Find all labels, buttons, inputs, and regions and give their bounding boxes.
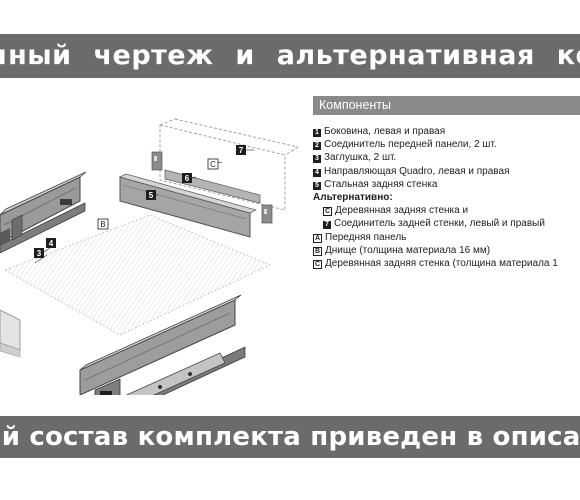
bottom-panel (4, 214, 271, 336)
right-rail-slide (125, 352, 226, 395)
svg-text:6: 6 (185, 174, 190, 183)
component-text: Деревянная задняя стенка и (335, 205, 469, 217)
component-marker: A (313, 233, 322, 243)
label-7: 7 (236, 145, 246, 155)
component-marker: 1 (313, 129, 321, 137)
label-4: 4 (46, 238, 56, 248)
svg-text:3: 3 (37, 249, 42, 258)
top-banner: очный чертеж и альтернативная комплект (0, 34, 580, 78)
label-6: 6 (182, 173, 192, 183)
svg-text:7: 7 (239, 146, 244, 155)
component-text: Боковина, левая и правая (324, 126, 446, 137)
component-marker: 2 (313, 142, 321, 151)
component-text: Альтернативно: (313, 191, 393, 203)
left-end-cap (0, 228, 10, 245)
left-guide-rail (0, 202, 86, 254)
component-marker: 7 (323, 221, 331, 230)
component-text: Соединитель передней панели, 2 шт. (324, 139, 497, 151)
component-text: Направляющая Quadro, левая и правая (324, 165, 510, 177)
component-text: Днище (толщина материала 16 мм) (325, 244, 491, 256)
label-5: 5 (146, 190, 156, 200)
svg-text:4: 4 (49, 239, 54, 248)
component-marker: B (313, 246, 322, 256)
component-marker: 4 (313, 168, 321, 177)
svg-text:B: B (100, 220, 105, 229)
components-title: Компоненты (313, 96, 580, 115)
component-marker: 3 (313, 155, 321, 164)
component-text: Передняя панель (325, 231, 407, 243)
bottom-banner-text: ый состав комплекта приведен в описании … (0, 422, 580, 452)
top-banner-text: очный чертеж и альтернативная комплект (0, 40, 580, 71)
component-marker: C (323, 207, 332, 217)
component-item: Альтернативно: (313, 191, 580, 204)
label-C: C (207, 158, 219, 170)
component-text: Заглушка, 2 шт. (324, 152, 397, 164)
component-marker: C (313, 259, 322, 269)
label-3: 3 (34, 248, 44, 258)
component-text: Стальная задняя стенка (324, 178, 438, 190)
component-text: Деревянная задняя стенка (толщина матери… (325, 257, 558, 269)
svg-text:C: C (210, 160, 216, 169)
component-text: Соединитель задней стенки, левый и правы… (334, 218, 545, 230)
left-front-connector (11, 214, 23, 241)
svg-text:5: 5 (149, 191, 154, 200)
exploded-assembly-drawing: 7 C 6 5 B 4 3 (0, 118, 299, 395)
component-marker: 5 (313, 181, 321, 190)
bottom-banner: ый состав комплекта приведен в описании … (0, 416, 580, 458)
label-B: B (97, 218, 109, 230)
